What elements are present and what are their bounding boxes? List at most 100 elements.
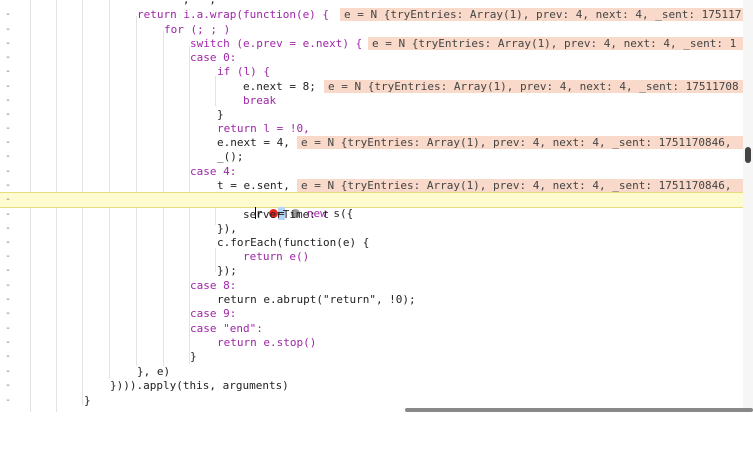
code-line[interactable]: - e.next = 8; e = N {tryEntries: Array(1… — [0, 79, 753, 94]
code-text: break — [243, 94, 277, 107]
inline-value-preview[interactable]: e = N {tryEntries: Array(1), prev: 4, ne… — [368, 37, 748, 50]
code-line[interactable]: - } — [0, 349, 753, 364]
code-line[interactable]: - case 8: — [0, 278, 753, 293]
code-line[interactable]: - return i.a.wrap(function(e) { e = N {t… — [0, 7, 753, 22]
code-text: return e() — [243, 250, 310, 263]
code-text: t = e.sent, — [217, 179, 290, 192]
inline-breakpoint-icon[interactable] — [291, 209, 301, 218]
line-marker: - — [5, 194, 12, 205]
code-line[interactable]: - switch (e.prev = e.next) { e = N {tryE… — [0, 36, 753, 51]
line-marker: - — [5, 24, 12, 35]
code-text: case 9: — [190, 307, 237, 320]
code-line[interactable]: - case 4: — [0, 164, 753, 179]
code-text: e.next = 4, — [217, 136, 290, 149]
vertical-scrollbar[interactable] — [743, 0, 753, 412]
code-text: } — [217, 108, 224, 121]
code-line[interactable]: - return e() — [0, 249, 753, 264]
code-line[interactable]: - e.next = 4, e = N {tryEntries: Array(1… — [0, 135, 753, 150]
code-line[interactable]: - case 0: — [0, 50, 753, 65]
code-text: case 0: — [190, 51, 237, 64]
line-marker: - — [5, 280, 12, 291]
indent-guide — [215, 248, 216, 272]
code-line[interactable]: - } — [0, 393, 753, 408]
code-text: case 4: — [190, 165, 237, 178]
indent-guide — [215, 76, 216, 106]
line-marker: - — [5, 366, 12, 377]
text-cursor — [254, 207, 256, 219]
code-text: }); — [217, 264, 237, 277]
inline-value-preview[interactable]: e = N {tryEntries: Array(1), prev: 4, ne… — [324, 80, 748, 93]
line-marker: - — [5, 180, 12, 191]
code-text: return e.abrupt("return", !0); — [217, 293, 416, 306]
horizontal-scrollbar-thumb[interactable] — [405, 408, 753, 412]
code-text: _(); — [217, 150, 244, 163]
line-marker: - — [5, 0, 13, 7]
inline-value-preview[interactable]: e = N {tryEntries: Array(1), prev: 4, ne… — [297, 179, 745, 192]
vertical-scrollbar-thumb[interactable] — [745, 147, 751, 163]
inline-value-preview[interactable]: e = N {tryEntries: Array(1), prev: 4, ne… — [297, 136, 745, 149]
code-text: return i.a.wrap(function(e) { — [137, 8, 330, 21]
code-line[interactable]: - } — [0, 107, 753, 122]
line-marker: - — [5, 109, 12, 120]
line-marker: - — [5, 237, 12, 248]
code-line[interactable]: - case "end": — [0, 321, 753, 336]
code-text: }))).apply(this, arguments) — [110, 379, 289, 392]
code-line[interactable]: - }); — [0, 263, 753, 278]
line-marker: - — [5, 323, 12, 334]
line-marker: - — [5, 81, 12, 92]
code-text: serverTime: t — [243, 208, 330, 221]
line-marker: - — [5, 265, 12, 276]
code-line[interactable]: - break — [0, 93, 753, 108]
code-text: e.next = 8; — [243, 80, 316, 93]
code-text: , , — [163, 0, 216, 7]
line-marker: - — [5, 209, 12, 220]
code-text: case 8: — [190, 279, 237, 292]
code-text: return l = !0, — [217, 122, 310, 135]
code-text: r = new s({ — [254, 207, 354, 220]
code-text: if (l) { — [217, 65, 270, 78]
line-marker: - — [5, 95, 12, 106]
current-execution-line[interactable]: - r = new s({ — [0, 192, 753, 220]
code-text: }, e) — [137, 365, 171, 378]
indent-guide — [215, 203, 216, 225]
line-marker: - — [5, 337, 12, 348]
code-line[interactable]: - _(); — [0, 149, 753, 164]
code-text: switch (e.prev = e.next) { — [190, 37, 363, 50]
indent-guide — [109, 0, 110, 378]
code-line[interactable]: - }, e) — [0, 364, 753, 379]
line-marker: - — [5, 166, 12, 177]
code-line[interactable]: - if (l) { — [0, 64, 753, 79]
code-line[interactable]: - serverTime: t — [0, 207, 753, 222]
line-marker: - — [5, 351, 12, 362]
code-line[interactable]: - return e.stop() — [0, 335, 753, 350]
line-marker: - — [5, 395, 12, 406]
line-marker: - — [5, 52, 12, 63]
code-text: for (; ; ) — [164, 23, 231, 36]
line-marker: - — [5, 123, 12, 134]
breakpoint-icon[interactable] — [269, 209, 278, 218]
line-marker: - — [5, 38, 12, 49]
code-text: } — [84, 394, 91, 407]
line-marker: - — [5, 151, 12, 162]
line-marker: - — [5, 223, 12, 234]
code-line[interactable]: - return l = !0, — [0, 121, 753, 136]
code-line[interactable]: - case 9: — [0, 306, 753, 321]
code-text: } — [190, 350, 197, 363]
code-line[interactable]: - , , — [0, 0, 753, 7]
code-editor[interactable]: - , , - return i.a.wrap(function(e) { e … — [0, 0, 753, 412]
code-line[interactable]: - return e.abrupt("return", !0); — [0, 292, 753, 307]
line-marker: - — [5, 251, 12, 262]
code-line[interactable]: - t = e.sent, e = N {tryEntries: Array(1… — [0, 178, 753, 193]
code-text: c.forEach(function(e) { — [217, 236, 370, 249]
code-line[interactable]: - }))).apply(this, arguments) — [0, 378, 753, 393]
line-marker: - — [5, 308, 12, 319]
line-marker: - — [5, 9, 12, 20]
inline-value-preview[interactable]: e = N {tryEntries: Array(1), prev: 4, ne… — [340, 8, 748, 21]
code-line[interactable]: - }), — [0, 221, 753, 236]
line-marker: - — [5, 137, 12, 148]
code-text: case "end": — [190, 322, 263, 335]
code-line[interactable]: - c.forEach(function(e) { — [0, 235, 753, 250]
code-line[interactable]: - for (; ; ) — [0, 22, 753, 37]
line-marker: - — [5, 66, 12, 77]
line-marker: - — [5, 294, 12, 305]
